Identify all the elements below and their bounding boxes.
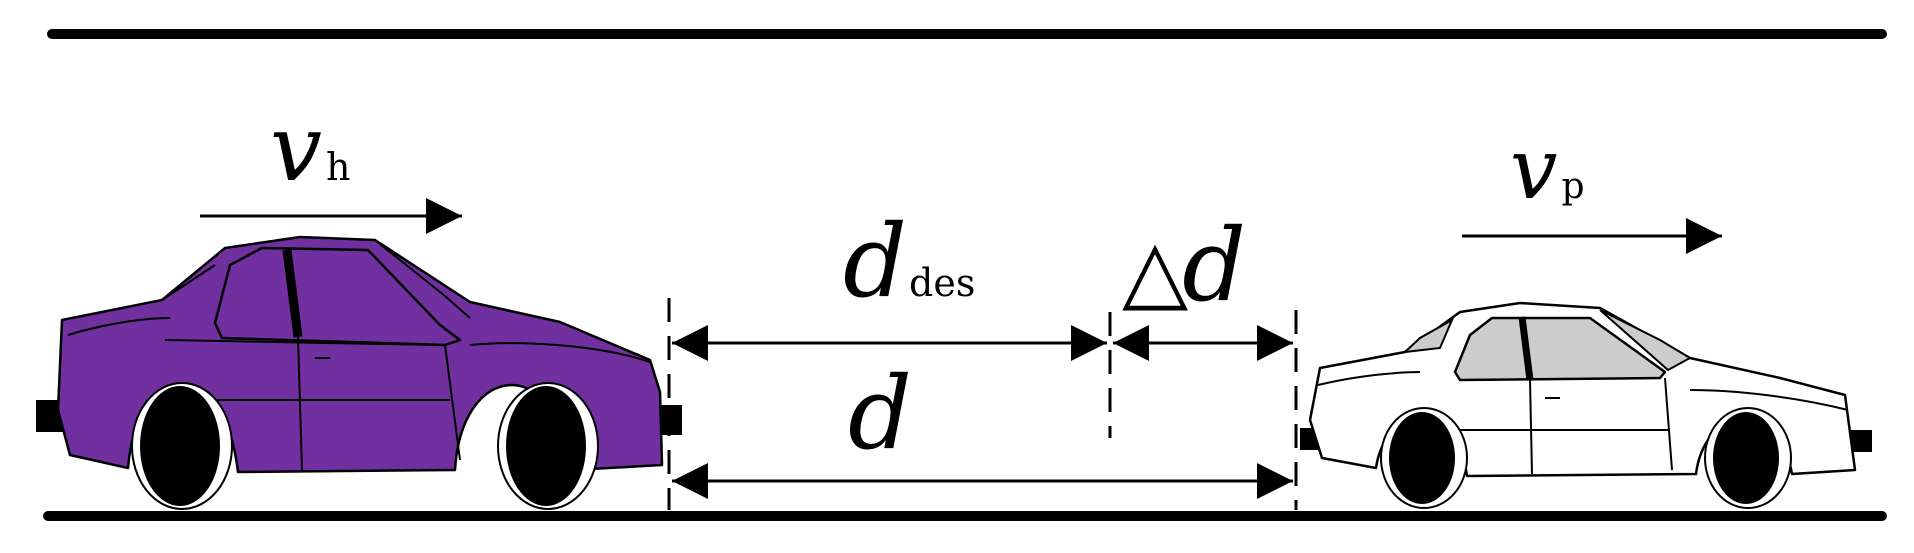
preceding-front-wheel xyxy=(1704,407,1792,509)
distance-label: d xyxy=(848,355,912,472)
host-car xyxy=(36,235,682,510)
distance-error-symbol: d xyxy=(1182,207,1246,324)
distance-error-delta: △ xyxy=(1122,221,1188,321)
preceding-door-lines xyxy=(1460,377,1673,475)
preceding-window-glass xyxy=(1453,316,1667,382)
host-velocity-subscript: h xyxy=(326,145,350,189)
preceding-velocity-subscript: p xyxy=(1561,166,1584,207)
host-rear-wheel xyxy=(131,382,233,510)
preceding-car xyxy=(1300,301,1872,509)
host-windshield-line xyxy=(374,239,471,319)
host-window-outline xyxy=(213,246,462,347)
preceding-b-pillar xyxy=(1518,316,1534,381)
host-rear-window-line xyxy=(161,264,216,301)
preceding-rear-window xyxy=(1402,317,1455,354)
host-front-wheel xyxy=(497,382,599,510)
desired-distance-subscript: des xyxy=(909,261,975,305)
preceding-windshield xyxy=(1599,309,1693,372)
host-door-lines xyxy=(164,336,461,471)
preceding-velocity-symbol: v xyxy=(1510,120,1557,218)
distance-error-label: △d xyxy=(1122,207,1246,324)
preceding-rear-wheel xyxy=(1380,407,1468,509)
host-b-pillar xyxy=(282,249,303,338)
preceding-body-crease xyxy=(1317,371,1849,411)
desired-distance-label: ddes xyxy=(843,203,975,320)
host-velocity-symbol: v xyxy=(270,95,322,202)
desired-distance-symbol: d xyxy=(843,203,907,320)
host-body-crease xyxy=(67,317,651,363)
